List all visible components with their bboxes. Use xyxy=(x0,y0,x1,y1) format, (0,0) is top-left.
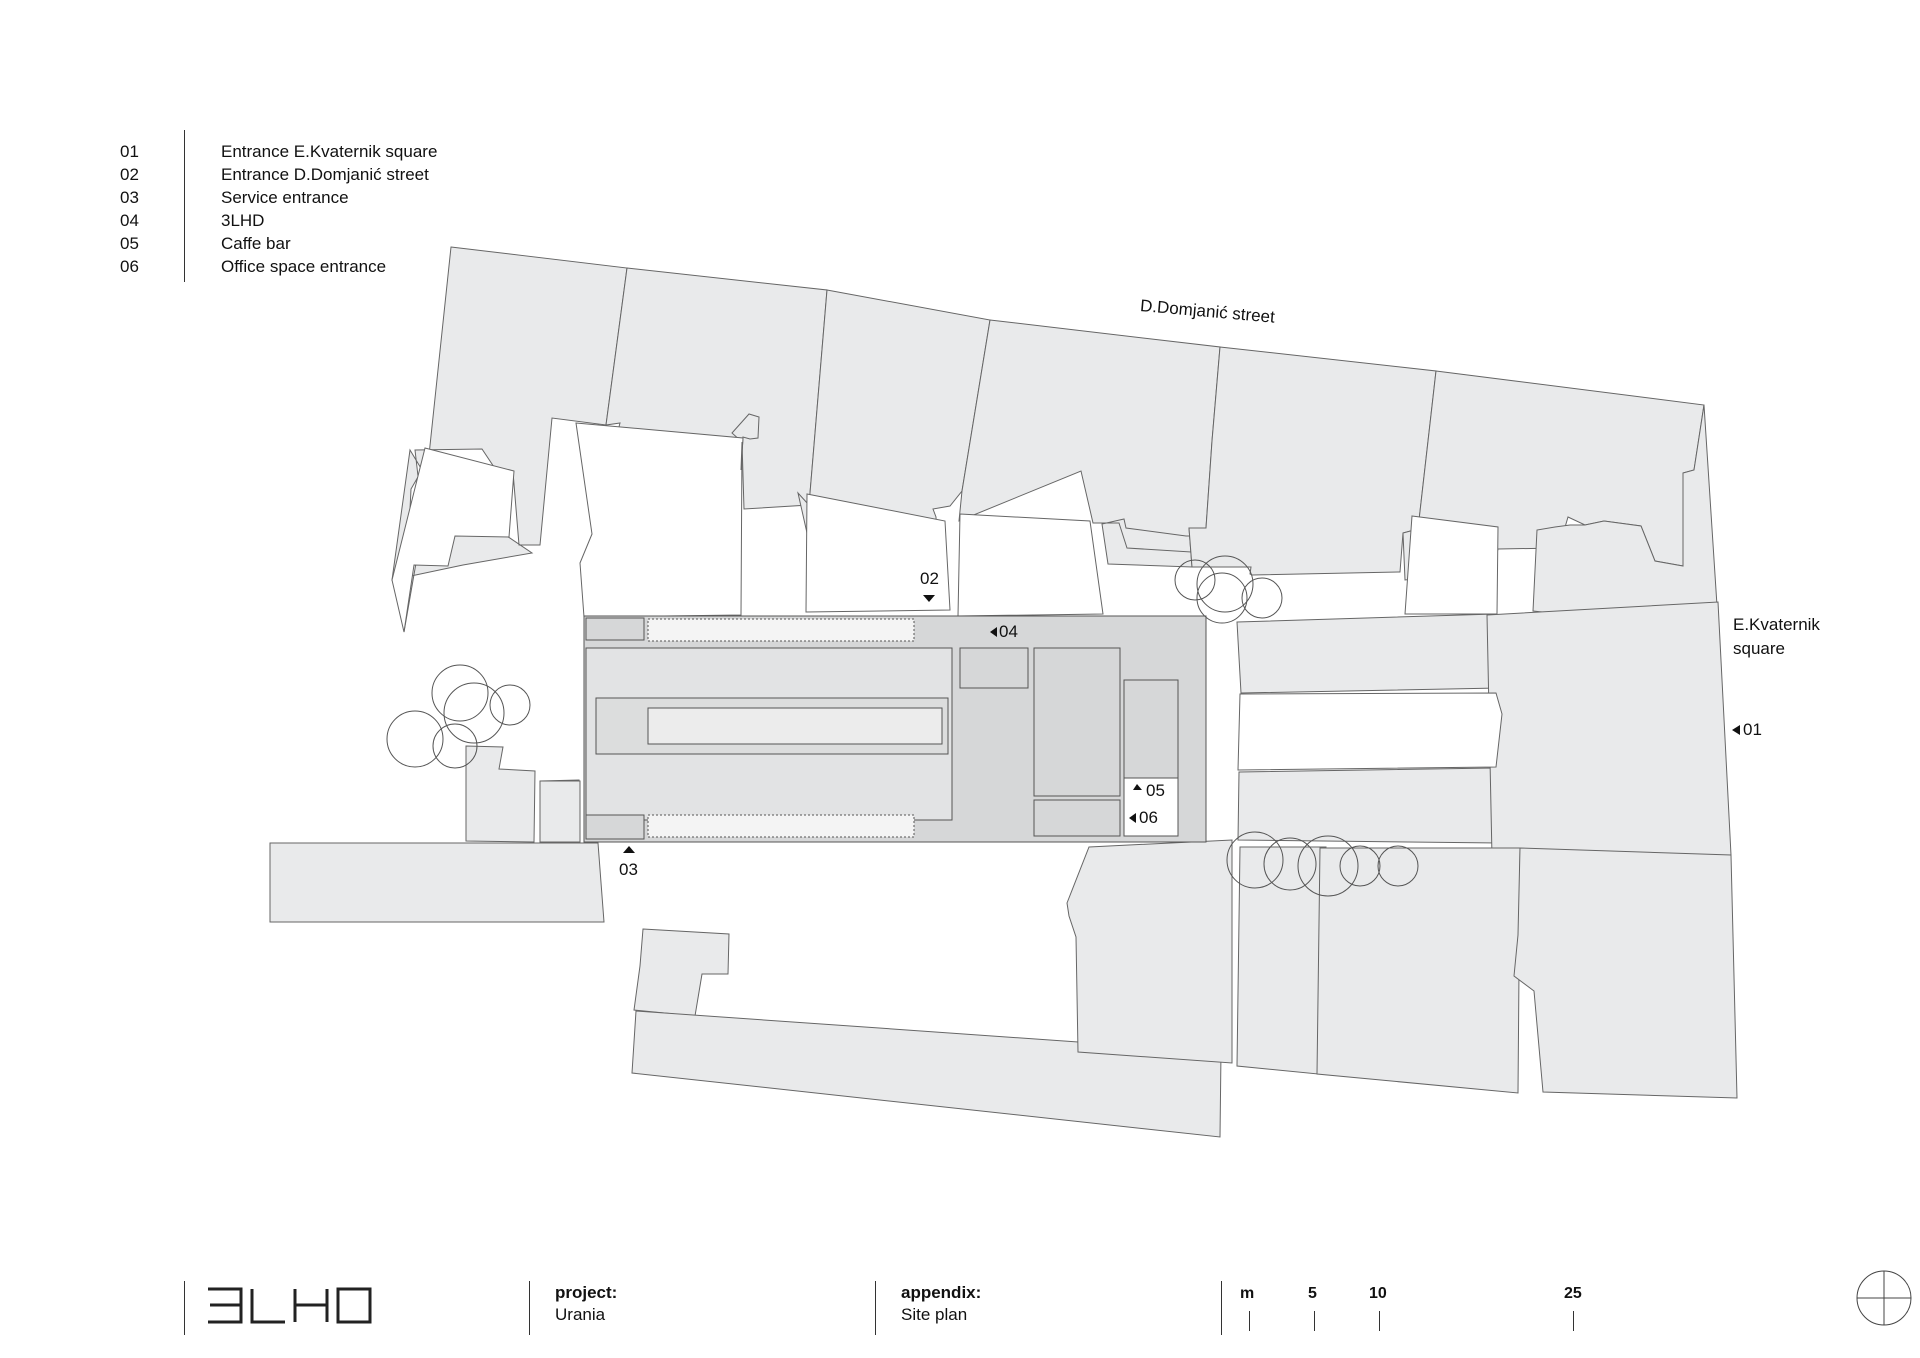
legend-num: 04 xyxy=(120,211,139,230)
legend-text: 3LHD xyxy=(221,211,265,230)
scale-tick-label: 25 xyxy=(1564,1285,1582,1302)
titleblock-divider xyxy=(1221,1281,1222,1335)
scale-tick-label: 10 xyxy=(1369,1285,1387,1302)
urania-north-strip xyxy=(647,618,915,642)
building-west-2 xyxy=(465,745,536,843)
building-north-5 xyxy=(1188,346,1437,576)
titleblock-divider xyxy=(529,1281,530,1335)
courtyard-5 xyxy=(1404,515,1499,615)
north-arrow-icon xyxy=(1856,1270,1912,1326)
titleblock-divider xyxy=(184,1281,185,1335)
square-label-line2: square xyxy=(1733,639,1785,658)
marker-05: 05 xyxy=(1146,781,1165,800)
legend-num: 01 xyxy=(120,142,139,161)
building-mid-1 xyxy=(1236,613,1500,694)
legend-text: Office space entrance xyxy=(221,257,387,276)
legend-text: Caffe bar xyxy=(221,234,291,253)
legend-num: 05 xyxy=(120,234,139,253)
building-south-5 xyxy=(1316,847,1521,1094)
urania-office-entrance xyxy=(1123,777,1179,837)
scale-tick-label: 5 xyxy=(1308,1285,1317,1302)
courtyard-1 xyxy=(391,447,515,633)
courtyard-6 xyxy=(1237,692,1503,771)
legend-num: 02 xyxy=(120,165,139,184)
entrance-arrow-icon-06 xyxy=(1129,813,1136,823)
building-south-1 xyxy=(633,928,730,1017)
square-label-line1: E.Kvaternik xyxy=(1733,615,1820,634)
courtyard-4 xyxy=(957,513,1104,617)
courtyard-3 xyxy=(805,493,951,613)
entrance-arrow-icon-02 xyxy=(923,595,935,602)
project-value: Urania xyxy=(555,1305,606,1324)
project-label: project: xyxy=(555,1283,618,1302)
urania-skylight-ribs xyxy=(647,707,943,745)
legend-divider xyxy=(184,130,185,282)
urania-sw-corner xyxy=(585,814,645,840)
legend-text: Entrance E.Kvaternik square xyxy=(221,142,438,161)
marker-06: 06 xyxy=(1139,808,1158,827)
legend-text: Service entrance xyxy=(221,188,349,207)
courtyard-2 xyxy=(575,422,744,618)
urania-caffe-bar xyxy=(1123,679,1179,779)
urania-annex-1 xyxy=(959,647,1029,689)
building-south-2 xyxy=(631,1010,1222,1138)
logo-3lhd-icon xyxy=(208,1287,372,1324)
marker-03: 03 xyxy=(619,860,638,879)
trees xyxy=(386,555,1419,897)
building-south-4 xyxy=(1236,846,1327,1075)
marker-04: 04 xyxy=(999,622,1018,641)
urania-annex-2 xyxy=(1033,647,1121,797)
appendix-label: appendix: xyxy=(901,1283,982,1302)
entrance-arrow-icon-03 xyxy=(623,846,635,853)
appendix-value: Site plan xyxy=(901,1305,968,1324)
entrance-arrow-icon-04 xyxy=(990,627,997,637)
building-east-block xyxy=(1486,601,1732,858)
scale-tick xyxy=(1573,1311,1574,1331)
marker-01: 01 xyxy=(1743,720,1762,739)
legend-num: 06 xyxy=(120,257,139,276)
building-south-3 xyxy=(1066,839,1233,1064)
titleblock-divider xyxy=(875,1281,876,1335)
urania-south-strip xyxy=(647,814,915,838)
building-mid-2 xyxy=(1237,767,1500,844)
scale-tick xyxy=(1379,1311,1380,1331)
urania-service-corner xyxy=(585,617,645,641)
legend-text: Entrance D.Domjanić street xyxy=(221,165,429,184)
urania-complex xyxy=(583,615,1207,843)
marker-02: 02 xyxy=(920,569,939,588)
legend-num: 03 xyxy=(120,188,139,207)
building-west-small xyxy=(539,780,581,843)
urania-annex-3 xyxy=(1033,799,1121,837)
entrance-arrow-icon-01 xyxy=(1732,725,1740,735)
entrance-arrow-icon-05 xyxy=(1133,784,1142,790)
scale-unit: m xyxy=(1240,1285,1255,1302)
entrance-arrows xyxy=(623,595,1740,853)
building-south-6 xyxy=(1513,847,1738,1099)
building-west-1 xyxy=(269,842,605,923)
scale-tick xyxy=(1314,1311,1315,1331)
scale-tick xyxy=(1249,1311,1250,1331)
